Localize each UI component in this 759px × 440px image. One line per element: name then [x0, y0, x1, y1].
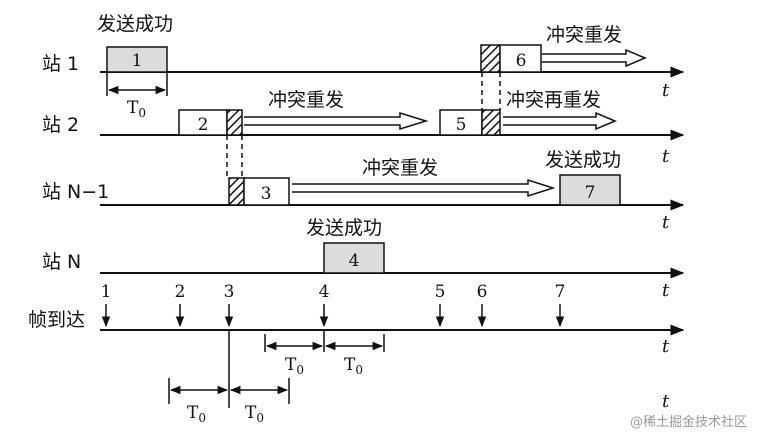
frame-4-number: 4 — [349, 251, 360, 271]
station-label-1: 站 1 — [42, 53, 79, 75]
arrival-number-7: 7 — [555, 282, 566, 302]
time-axis-label: t — [662, 80, 670, 101]
status-station-1-retry: 冲突重发 — [546, 24, 622, 46]
time-axis-label: t — [662, 391, 670, 412]
interval-subscript: 0 — [296, 363, 304, 377]
frame-3-box — [243, 177, 290, 206]
time-axis-label: t — [662, 146, 670, 167]
interval-subscript: 0 — [355, 363, 363, 377]
arrival-number-6: 6 — [477, 282, 488, 302]
status-station-2-retry: 冲突重发 — [268, 89, 344, 111]
frame-2-box — [178, 109, 228, 136]
collision-hatch-station-2-a — [226, 109, 243, 136]
arrival-number-2: 2 — [175, 282, 186, 302]
arrival-number-1: 1 — [101, 282, 112, 302]
interval-label-bottom-left: T0 — [187, 403, 206, 425]
station-label-2: 站 2 — [42, 114, 79, 136]
watermark-text: @稀土掘金技术社区 — [629, 415, 747, 430]
interval-symbol: T — [245, 403, 257, 423]
interval-subscript: 0 — [256, 411, 264, 425]
interval-label-bottom-right: T0 — [245, 403, 264, 425]
retry-again-arrow-station-2 — [503, 111, 617, 131]
interval-symbol: T — [127, 98, 139, 118]
status-station-1-success: 发送成功 — [97, 13, 173, 35]
frame-6-box — [499, 44, 542, 73]
time-axis-label: t — [662, 336, 670, 357]
retry-arrow-station-1 — [542, 48, 647, 68]
interval-symbol: T — [187, 403, 199, 423]
interval-subscript: 0 — [198, 411, 206, 425]
frame-6-number: 6 — [516, 51, 527, 71]
status-station-n-1-retry: 冲突重发 — [362, 157, 438, 179]
collision-hatch-station-n-1 — [228, 177, 245, 206]
arrival-number-5: 5 — [435, 282, 446, 302]
interval-subscript: 0 — [138, 106, 146, 120]
frame-7-box — [559, 174, 621, 206]
status-station-2-retry-again: 冲突再重发 — [506, 89, 601, 111]
frame-3-number: 3 — [261, 184, 272, 204]
status-station-n-1-success: 发送成功 — [545, 149, 621, 171]
station-label-n-1: 站 N−1 — [42, 181, 109, 203]
arrival-number-4: 4 — [319, 282, 330, 302]
frame-2-number: 2 — [198, 115, 209, 135]
arrival-number-3: 3 — [224, 282, 235, 302]
interval-label-mid-right: T0 — [344, 355, 363, 377]
frame-1-box — [106, 46, 168, 73]
time-axis-label: t — [662, 212, 670, 233]
interval-symbol: T — [285, 355, 297, 375]
interval-label-mid-left: T0 — [285, 355, 304, 377]
frame-5-number: 5 — [456, 115, 467, 135]
interval-label-station-1: T0 — [127, 98, 146, 120]
time-axis-label: t — [662, 280, 670, 301]
retry-arrow-station-n-1 — [292, 178, 556, 198]
frame-4-box — [323, 242, 385, 274]
frame-7-number: 7 — [585, 183, 596, 203]
interval-symbol: T — [344, 355, 356, 375]
station-label-n: 站 N — [42, 251, 81, 273]
status-station-n-success: 发送成功 — [306, 217, 382, 239]
retry-arrow-station-2 — [244, 111, 429, 131]
frame-1-number: 1 — [132, 51, 143, 71]
arrival-row-label: 帧到达 — [28, 309, 85, 331]
collision-hatch-station-1 — [480, 44, 501, 73]
collision-hatch-station-2-b — [481, 109, 501, 136]
